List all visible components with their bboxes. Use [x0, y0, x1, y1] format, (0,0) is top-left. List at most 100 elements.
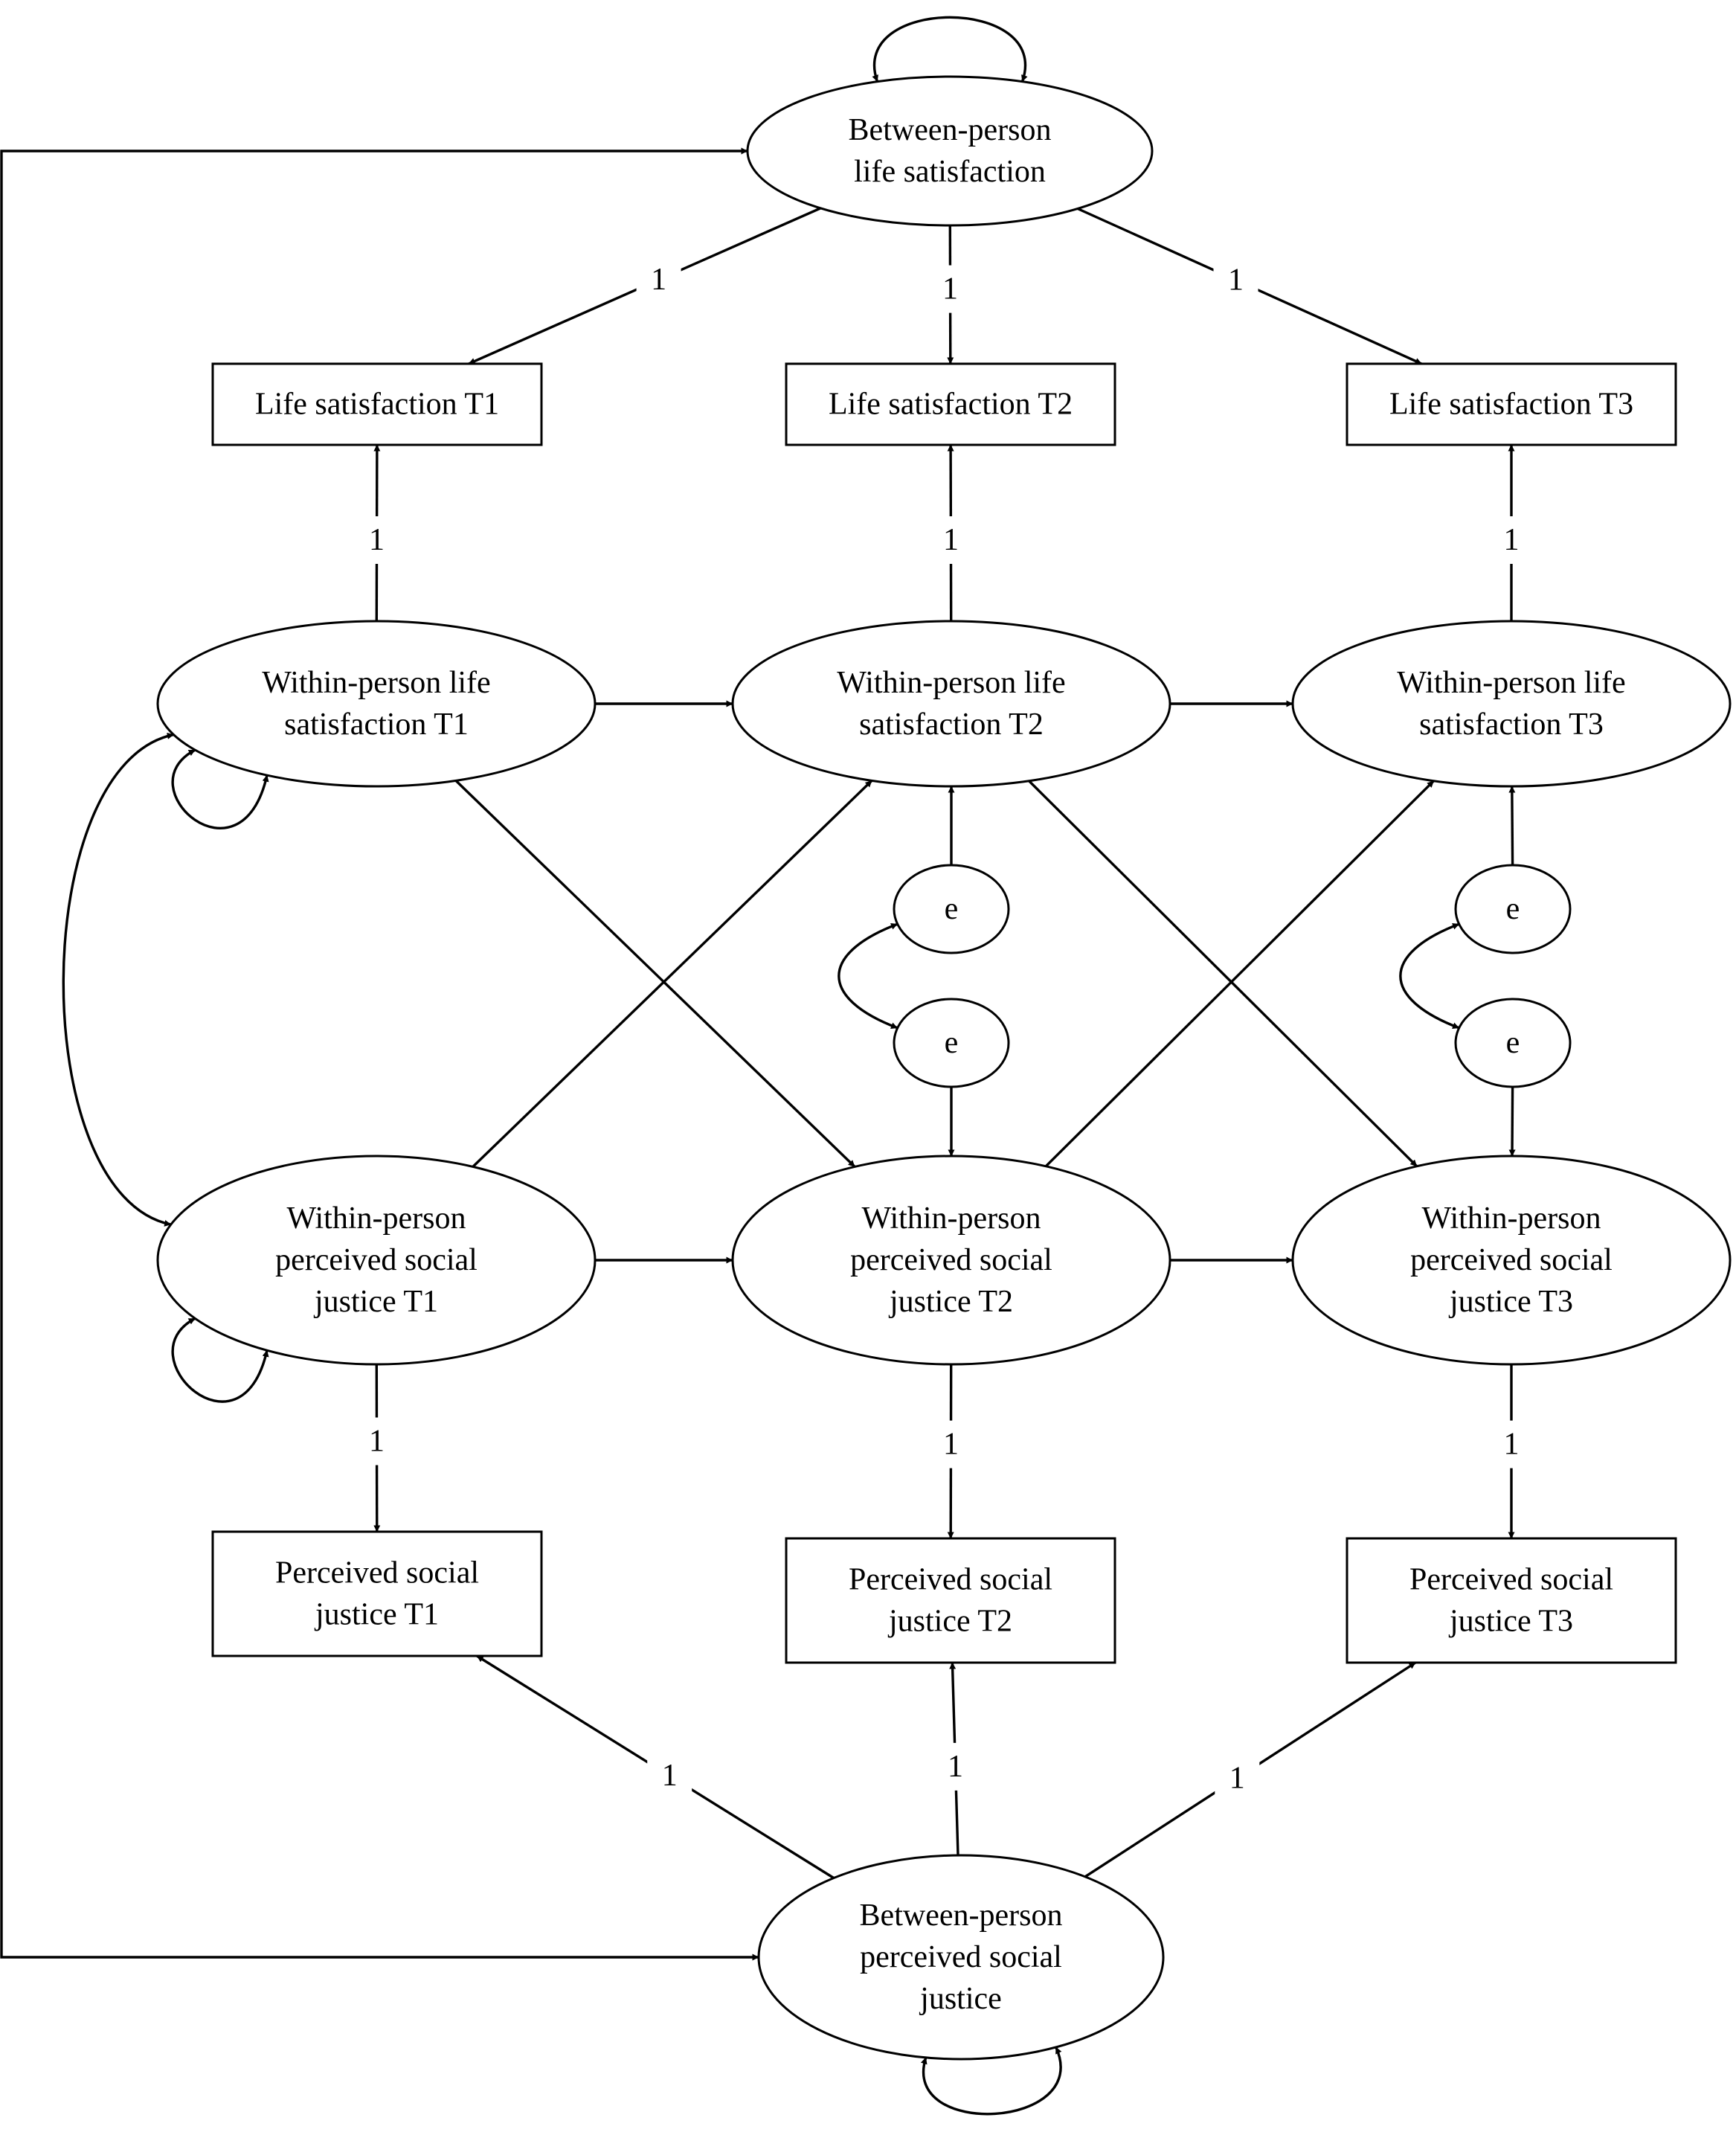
loading-label-knockout: [1489, 1420, 1534, 1468]
obs-ls-t1-node: Life satisfaction T1: [211, 362, 543, 446]
err-psj-t2-ellipse: [893, 998, 1010, 1088]
between-ls-label-line-2: life satisfaction: [854, 155, 1046, 189]
loading-label-knockout: [928, 516, 974, 564]
within-psj-t3-label-line-1: Within-person: [1422, 1201, 1601, 1236]
regression-path-within-ls-t1-to-within-psj-t2: [454, 780, 856, 1168]
err-psj-t2-label-line-1: e: [945, 1026, 959, 1060]
loading-label-knockout: [933, 1742, 978, 1791]
loading-label-knockout: [354, 516, 399, 564]
obs-psj-t3-box: [1346, 1537, 1677, 1664]
obs-ls-t2-box: [785, 362, 1116, 446]
obs-ls-t1-label-line-1: Life satisfaction T1: [255, 388, 499, 422]
between-ls-ellipse: [746, 75, 1154, 227]
regression-path-within-psj-t1-to-within-ls-t2: [472, 780, 873, 1168]
within-psj-t2-ellipse: [731, 1155, 1171, 1366]
obs-ls-t1-box: [211, 362, 543, 446]
obs-psj-t2-node: Perceived social justice T2: [785, 1537, 1116, 1664]
obs-psj-t2-box: [785, 1537, 1116, 1664]
loading-label-knockout: [354, 1417, 399, 1465]
variance-path-between-ls-to-between-ls: [872, 16, 1028, 83]
within-ls-t3-node: Within-person life satisfaction T3: [1291, 620, 1732, 788]
loading-label: 1: [948, 1750, 963, 1784]
covariance-path-within-ls-t1-to-within-psj-t1: [62, 732, 174, 1227]
loading-label: 1: [662, 1759, 678, 1793]
err-ls-t3-ellipse: [1454, 864, 1572, 954]
within-ls-t2-label-line-1: Within-person life: [837, 666, 1065, 700]
obs-psj-t3-node: Perceived social justice T3: [1346, 1537, 1677, 1664]
obs-ls-t2-node: Life satisfaction T2: [785, 362, 1116, 446]
within-ls-t3-label-line-1: Within-person life: [1397, 666, 1625, 700]
obs-ls-t2-label-line-1: Life satisfaction T2: [829, 388, 1073, 422]
within-ls-t2-ellipse: [731, 620, 1171, 788]
loading-label-knockout: [1213, 256, 1258, 304]
regression-path-within-ls-t2-to-within-psj-t3: [1028, 780, 1418, 1168]
covariance-path-err-ls-t3-to-err-psj-t3: [1399, 922, 1460, 1030]
within-ls-t1-label-line-1: Within-person life: [262, 666, 490, 700]
within-ls-t1-ellipse: [156, 620, 597, 788]
obs-psj-t1-node: Perceived social justice T1: [211, 1530, 543, 1657]
loading-label-knockout: [1489, 516, 1534, 564]
obs-psj-t2-label-line-1: Perceived social: [849, 1563, 1052, 1597]
within-psj-t3-label-line-2: perceived social: [1410, 1243, 1613, 1277]
within-psj-t3-label-line-3: justice T3: [1448, 1285, 1573, 1319]
loading-label: 1: [369, 1425, 385, 1459]
err-psj-t3-node: e: [1454, 998, 1572, 1088]
err-ls-t2-label-line-1: e: [945, 892, 959, 926]
err-psj-t3-ellipse: [1454, 998, 1572, 1088]
loading-label: 1: [369, 523, 385, 557]
loading-label: 1: [943, 523, 959, 557]
between-ls-node: Between-person life satisfaction: [746, 75, 1154, 227]
between-psj-ellipse: [757, 1854, 1165, 2061]
obs-psj-t2-label-line-2: justice T2: [887, 1605, 1012, 1639]
err-ls-t3-label-line-1: e: [1506, 892, 1520, 926]
variance-path-within-psj-t1-to-within-psj-t1: [171, 1317, 269, 1403]
within-psj-t3-ellipse: [1291, 1155, 1732, 1366]
obs-psj-t1-box: [211, 1530, 543, 1657]
err-ls-t2-node: e: [893, 864, 1010, 954]
loading-label: 1: [1229, 1761, 1245, 1795]
loading-label: 1: [1504, 523, 1520, 557]
between-psj-label-line-2: perceived social: [860, 1940, 1062, 1974]
loading-label: 1: [651, 263, 666, 297]
loading-label-knockout: [928, 1420, 974, 1468]
within-psj-t2-label-line-2: perceived social: [850, 1243, 1052, 1277]
obs-psj-t3-label-line-1: Perceived social: [1409, 1563, 1613, 1597]
residual-path-err-psj-t3-to-within-psj-t3: [1508, 1086, 1516, 1157]
within-ls-t2-label-line-2: satisfaction T2: [859, 707, 1044, 742]
obs-psj-t1-label-line-1: Perceived social: [275, 1556, 479, 1590]
within-psj-t1-label-line-1: Within-person: [287, 1201, 466, 1236]
err-ls-t2-ellipse: [893, 864, 1010, 954]
path-layer: [0, 16, 1516, 2116]
within-psj-t3-node: Within-person perceived social justice T3: [1291, 1155, 1732, 1366]
regression-path-within-psj-t2-to-within-ls-t3: [1044, 780, 1435, 1168]
obs-psj-t3-label-line-2: justice T3: [1448, 1605, 1573, 1639]
within-psj-t2-label-line-1: Within-person: [862, 1201, 1041, 1236]
within-ls-t3-label-line-2: satisfaction T3: [1419, 707, 1604, 742]
within-ls-t2-node: Within-person life satisfaction T2: [731, 620, 1171, 788]
variance-path-within-ls-t1-to-within-ls-t1: [171, 748, 269, 829]
loading-label: 1: [1504, 1428, 1520, 1462]
covariance-path-err-ls-t2-to-err-psj-t2: [838, 922, 898, 1030]
covariance-path-between-ls-to-between-psj: [0, 147, 759, 1961]
obs-ls-t3-box: [1346, 362, 1677, 446]
within-ls-t3-ellipse: [1291, 620, 1732, 788]
between-ls-label-line-1: Between-person: [849, 113, 1052, 147]
obs-psj-t1-label-line-2: justice T1: [314, 1598, 439, 1632]
loading-label-knockout: [636, 256, 681, 304]
loading-label: 1: [942, 272, 958, 306]
loading-label-knockout: [1215, 1754, 1260, 1802]
loading-label: 1: [1228, 263, 1244, 297]
loading-label-knockout: [928, 265, 973, 313]
within-psj-t1-ellipse: [156, 1155, 597, 1366]
within-psj-t2-label-line-3: justice T2: [888, 1285, 1013, 1319]
obs-ls-t3-node: Life satisfaction T3: [1346, 362, 1677, 446]
err-psj-t3-label-line-1: e: [1506, 1026, 1520, 1060]
err-ls-t3-node: e: [1454, 864, 1572, 954]
between-psj-label-line-1: Between-person: [860, 1898, 1063, 1933]
within-psj-t1-label-line-3: justice T1: [313, 1285, 438, 1319]
